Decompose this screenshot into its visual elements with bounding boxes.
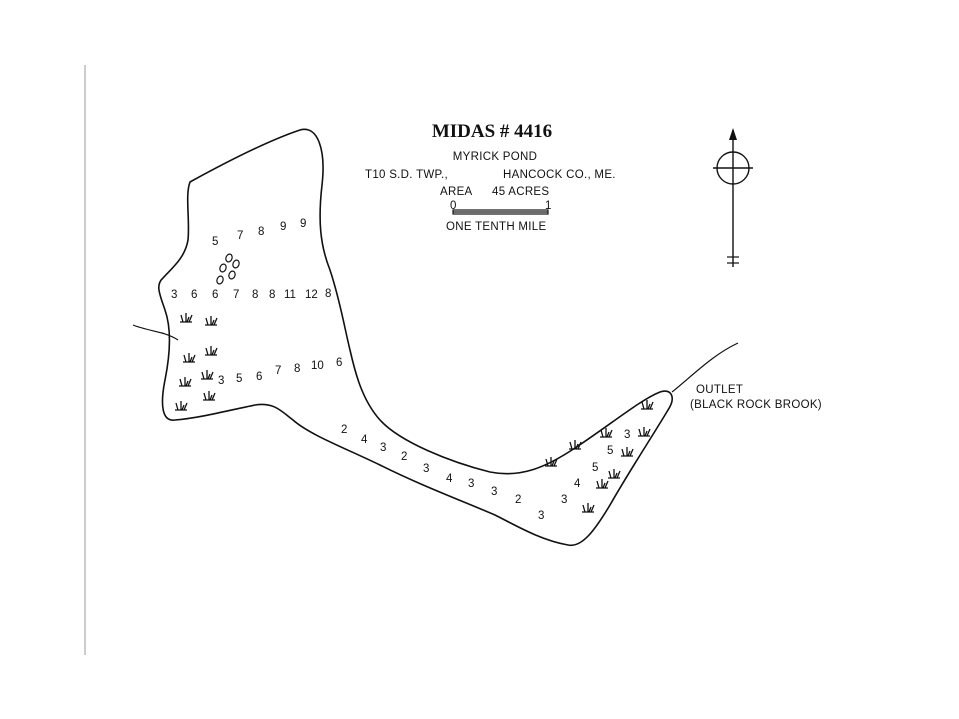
depth-sounding: 8 <box>325 288 331 300</box>
marsh-tuft-icon <box>183 353 196 363</box>
depth-sounding: 7 <box>275 365 281 377</box>
scale-caption: ONE TENTH MILE <box>446 221 547 233</box>
depth-sounding: 7 <box>233 289 239 301</box>
depth-sounding: 8 <box>294 363 300 375</box>
depth-sounding: 2 <box>341 424 347 436</box>
depth-sounding: 9 <box>300 218 306 230</box>
depth-soundings: 5 7 8 9 9 3 6 6 7 8 8 11 12 8 3 5 6 7 8 … <box>171 218 630 522</box>
depth-sounding: 12 <box>305 289 318 301</box>
marsh-tuft-icon <box>608 469 621 479</box>
depth-sounding: 3 <box>491 486 497 498</box>
depth-sounding: 8 <box>269 289 275 301</box>
marsh-tuft-icon <box>205 346 218 356</box>
depth-sounding: 3 <box>218 375 224 387</box>
depth-sounding: 6 <box>256 371 262 383</box>
depth-sounding: 8 <box>252 289 258 301</box>
scale-end-label: 1 <box>545 200 552 212</box>
outlet-name-label: (BLACK ROCK BROOK) <box>690 399 822 411</box>
depth-sounding: 3 <box>561 494 567 506</box>
depth-sounding: 8 <box>258 226 264 238</box>
depth-sounding: 6 <box>212 289 218 301</box>
depth-sounding: 3 <box>171 289 177 301</box>
map-title: MIDAS # 4416 <box>432 121 552 142</box>
depth-sounding: 5 <box>236 373 242 385</box>
area-label: AREA <box>440 186 473 198</box>
depth-sounding: 6 <box>336 357 342 369</box>
marsh-tuft-icon <box>596 479 609 489</box>
depth-sounding: 4 <box>574 478 581 490</box>
depth-sounding: 5 <box>607 445 613 457</box>
depth-sounding: 3 <box>423 463 429 475</box>
scale-bar: 0 1 ONE TENTH MILE <box>446 200 552 233</box>
depth-sounding: 5 <box>212 236 218 248</box>
inlet-stream <box>132 324 179 341</box>
depth-sounding: 3 <box>624 429 630 441</box>
outlet-stream <box>671 342 739 393</box>
marsh-tuft-icon <box>203 391 216 401</box>
area-value: 45 ACRES <box>492 186 549 198</box>
marsh-tuft-icon <box>600 428 613 438</box>
depth-sounding: 7 <box>237 230 243 242</box>
marsh-tuft-icon <box>545 457 558 467</box>
outlet-label: OUTLET <box>696 384 743 396</box>
depth-sounding: 3 <box>468 478 474 490</box>
marsh-tuft-icon <box>638 427 651 437</box>
marsh-tuft-icon <box>180 313 193 323</box>
depth-sounding: 5 <box>592 462 598 474</box>
depth-sounding: 11 <box>284 289 296 301</box>
marsh-tuft-icon <box>582 503 595 513</box>
depth-sounding: 4 <box>446 473 453 485</box>
township-label: T10 S.D. TWP., <box>365 169 448 181</box>
marsh-tuft-icon <box>201 370 214 380</box>
depth-sounding: 2 <box>401 451 407 463</box>
depth-sounding: 3 <box>380 442 386 454</box>
marsh-tuft-icon <box>641 400 654 410</box>
pond-name: MYRICK POND <box>453 151 537 163</box>
scale-start-label: 0 <box>450 200 457 212</box>
pond-shoreline <box>158 128 673 547</box>
rock-icon <box>216 253 240 285</box>
depth-sounding: 2 <box>515 494 521 506</box>
marsh-tuft-icon <box>175 401 188 411</box>
depth-sounding: 3 <box>538 510 544 522</box>
marsh-vegetation-icon <box>175 313 654 513</box>
county-label: HANCOCK CO., ME. <box>503 169 616 181</box>
depth-sounding: 4 <box>361 434 368 446</box>
marsh-tuft-icon <box>569 440 582 450</box>
marsh-tuft-icon <box>179 377 192 387</box>
depth-sounding: 6 <box>191 289 197 301</box>
depth-sounding: 10 <box>311 360 324 372</box>
north-arrow-icon <box>713 128 753 267</box>
marsh-tuft-icon <box>621 447 634 457</box>
marsh-tuft-icon <box>205 316 218 326</box>
depth-sounding: 9 <box>280 221 286 233</box>
